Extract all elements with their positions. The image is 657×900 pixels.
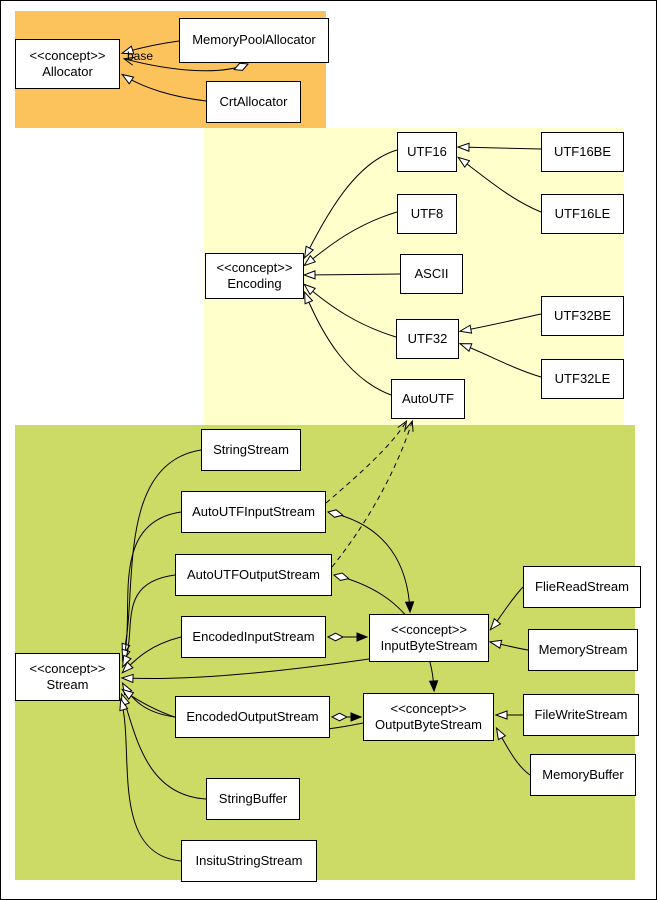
node-label: MemoryStream bbox=[538, 641, 628, 657]
node-label: MemoryPoolAllocator bbox=[192, 32, 316, 48]
node-utf16: UTF16 bbox=[397, 132, 457, 172]
node-label: FlieReadStream bbox=[535, 578, 629, 594]
node-label: EncodedOutputStream bbox=[186, 708, 319, 724]
node-encoding-concept: <<concept>> Encoding bbox=[205, 253, 304, 299]
node-ascii: ASCII bbox=[400, 254, 463, 294]
node-stereotype: <<concept>> bbox=[29, 660, 106, 676]
node-label: OutputByteStream bbox=[375, 717, 482, 732]
node-label: UTF16BE bbox=[553, 143, 612, 159]
node-label: InputByteStream bbox=[380, 638, 478, 653]
node-label: UTF16LE bbox=[554, 205, 611, 221]
node-utf32: UTF32 bbox=[396, 319, 459, 359]
node-output-byte-stream-concept: <<concept>> OutputByteStream bbox=[363, 693, 494, 741]
node-stereotype: <<concept>> bbox=[390, 700, 467, 716]
node-crt-allocator: CrtAllocator bbox=[206, 81, 301, 123]
node-autoutf: AutoUTF bbox=[391, 379, 465, 419]
node-memory-stream: MemoryStream bbox=[528, 629, 638, 671]
node-utf16be: UTF16BE bbox=[541, 132, 624, 172]
node-label: UTF32 bbox=[407, 330, 448, 346]
node-encoded-output-stream: EncodedOutputStream bbox=[175, 696, 330, 738]
node-label: AutoUTFOutputStream bbox=[187, 566, 320, 582]
node-utf32le: UTF32LE bbox=[541, 359, 624, 399]
node-stereotype: <<concept>> bbox=[29, 47, 106, 63]
node-label: InsituStringStream bbox=[195, 852, 303, 868]
node-label: CrtAllocator bbox=[219, 93, 288, 109]
node-insitu-string-stream: InsituStringStream bbox=[181, 840, 317, 882]
node-label: UTF8 bbox=[410, 205, 444, 221]
node-string-buffer: StringBuffer bbox=[206, 778, 300, 820]
node-label: Encoding bbox=[227, 276, 282, 291]
node-label: StringStream bbox=[213, 441, 289, 457]
node-label: AutoUTFInputStream bbox=[192, 503, 315, 519]
node-label: Stream bbox=[46, 677, 89, 692]
node-label: UTF16 bbox=[407, 143, 447, 159]
node-stream-concept: <<concept>> Stream bbox=[15, 653, 120, 701]
node-label: Allocator bbox=[42, 64, 93, 79]
node-label: MemoryBuffer bbox=[542, 766, 624, 782]
base-edge-label: base bbox=[127, 49, 154, 63]
node-label: StringBuffer bbox=[218, 790, 288, 806]
node-encoded-input-stream: EncodedInputStream bbox=[181, 616, 326, 658]
node-file-write-stream: FileWriteStream bbox=[523, 694, 639, 736]
node-flie-read-stream: FlieReadStream bbox=[523, 566, 641, 608]
node-stereotype: <<concept>> bbox=[391, 621, 467, 637]
node-input-byte-stream-concept: <<concept>> InputByteStream bbox=[369, 614, 489, 662]
node-memory-buffer: MemoryBuffer bbox=[530, 754, 636, 796]
node-allocator-concept: <<concept>> Allocator bbox=[15, 39, 120, 89]
node-memory-pool-allocator: MemoryPoolAllocator bbox=[179, 18, 329, 63]
node-utf32be: UTF32BE bbox=[541, 296, 624, 336]
node-autoutf-output-stream: AutoUTFOutputStream bbox=[175, 554, 332, 596]
node-autoutf-input-stream: AutoUTFInputStream bbox=[181, 491, 326, 533]
node-string-stream: StringStream bbox=[201, 429, 301, 471]
node-stereotype: <<concept>> bbox=[216, 259, 293, 275]
node-label: UTF32LE bbox=[554, 370, 611, 386]
node-label: EncodedInputStream bbox=[192, 628, 315, 644]
node-label: FileWriteStream bbox=[534, 706, 628, 722]
node-utf8: UTF8 bbox=[397, 194, 457, 234]
node-utf16le: UTF16LE bbox=[541, 194, 624, 234]
node-label: AutoUTF bbox=[401, 390, 454, 406]
node-label: ASCII bbox=[414, 265, 449, 281]
node-label: UTF32BE bbox=[553, 307, 612, 323]
